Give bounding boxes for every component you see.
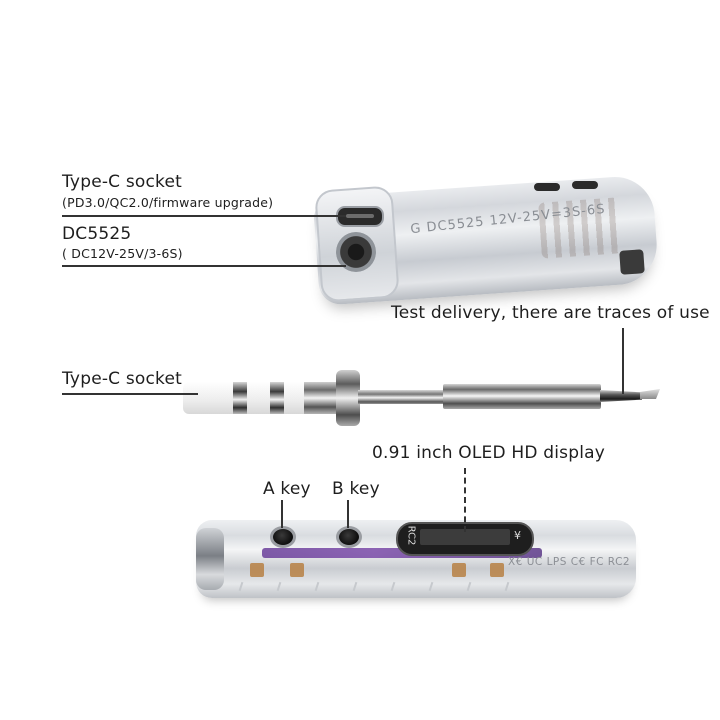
callout-oled-display: 0.91 inch OLED HD display [372,443,606,463]
callout-test-delivery: Test delivery, there are traces of use [391,303,710,323]
leader-line-tip-type-c [62,393,198,395]
callout-type-c-title: Type-C socket [62,172,183,192]
callout-type-c-subtitle: (PD3.0/QC2.0/firmware upgrade) [62,195,274,210]
top-button-b [572,181,598,189]
tip-rod [358,390,444,404]
copper-pad [290,563,304,577]
tip-point [640,389,660,399]
a-key-button [270,526,296,548]
leader-line-type-c [62,215,346,217]
tip-contact-band-1 [233,382,247,414]
callout-b-key: B key [332,479,380,499]
copper-pad [452,563,466,577]
copper-pad [250,563,264,577]
tip-ceramic-end [183,382,241,414]
tip-taper [600,390,642,402]
top-handle-tail [619,249,645,275]
tip-flange [336,370,360,426]
callout-a-key: A key [263,479,311,499]
callout-tip-type-c: Type-C socket [62,369,183,389]
copper-pad [490,563,504,577]
tip-metal-section [304,382,340,414]
type-c-port-icon [336,206,384,227]
oled-left-mark: RC2 [405,525,417,546]
tip-ceramic-mid [247,382,271,414]
top-button-a [534,183,560,191]
tip-sleeve [443,384,601,409]
leader-line-b-key [347,500,349,528]
bottom-end-cap [196,528,224,590]
leader-line-test-delivery [622,328,624,394]
oled-display-screen [420,529,510,545]
leader-line-oled [464,468,466,532]
callout-dc5525-title: DC5525 [62,224,132,244]
leader-line-dc5525 [62,265,346,267]
body-certification-markings: X€ UC LPS C€ FC RC2 [508,556,631,568]
tip-contact-band-2 [270,382,284,414]
tip-ceramic-mid-2 [284,382,304,414]
b-key-button [336,526,362,548]
leader-line-a-key [281,500,283,528]
callout-dc5525-subtitle: ( DC12V-25V/3-6S) [62,246,183,261]
oled-right-mark: ¥ [514,529,521,542]
